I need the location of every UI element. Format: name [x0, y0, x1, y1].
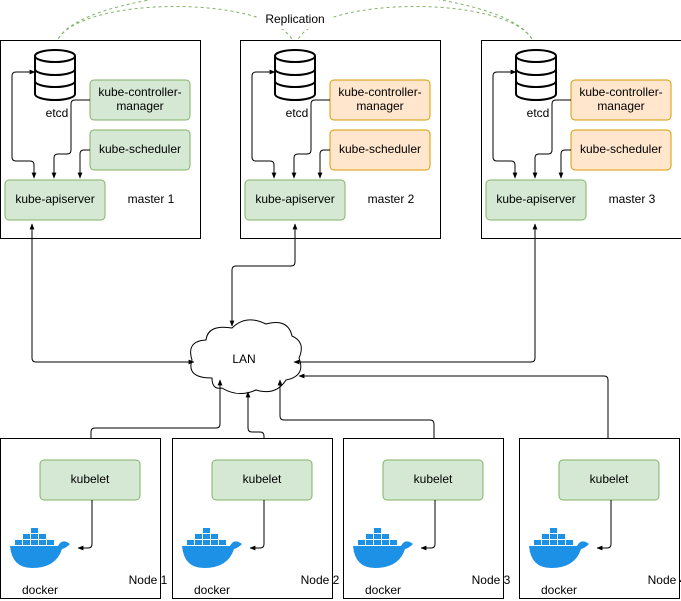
master-label: master 1	[128, 192, 175, 206]
controller-manager-label-line1: kube-controller-	[338, 85, 421, 99]
node-label: Node 4	[648, 573, 681, 587]
master1-lan-link	[29, 223, 195, 365]
master-1: etcd kube-controller-manager kube-schedule…	[0, 40, 201, 239]
etcd-label: etcd	[46, 106, 69, 120]
apiserver-box	[4, 179, 106, 221]
kubelet-box	[382, 459, 484, 501]
apiserver-label: kube-apiserver	[496, 192, 575, 206]
master-3: etcd kube-controller-manager kube-schedule…	[481, 40, 681, 239]
etcd-database-icon	[34, 49, 76, 101]
scheduler-apiserver-link	[317, 149, 330, 179]
apiserver-box	[485, 179, 587, 221]
node-label: Node 3	[472, 573, 511, 587]
kubelet-docker-link	[596, 500, 612, 551]
controller-apiserver-link	[51, 99, 90, 179]
node4-lan-link	[298, 373, 611, 459]
lan-label: LAN	[232, 352, 255, 366]
node-label: Node 1	[129, 573, 168, 587]
docker-whale-icon	[529, 528, 589, 568]
node1-lan-link	[88, 379, 223, 459]
kubelet-label: kubelet	[243, 472, 282, 486]
master-label: master 3	[609, 192, 656, 206]
kubelet-label: kubelet	[414, 472, 453, 486]
replication-arc-1-3	[54, 0, 536, 51]
etcd-apiserver-link	[11, 69, 37, 179]
node-label: Node 2	[301, 573, 340, 587]
apiserver-box	[244, 179, 346, 221]
etcd-apiserver-link	[492, 69, 518, 179]
kubelet-box	[39, 459, 141, 501]
node2-lan-link	[245, 391, 267, 459]
replication-arc-1-2	[54, 6, 296, 51]
controller-manager-label-line1: kube-controller-	[579, 85, 662, 99]
scheduler-label: kube-scheduler	[99, 142, 181, 156]
etcd-apiserver-link	[251, 69, 277, 179]
apiserver-label: kube-apiserver	[15, 192, 94, 206]
kubelet-box	[211, 459, 313, 501]
master2-lan-link	[229, 223, 298, 327]
kubelet-label: kubelet	[71, 472, 110, 486]
scheduler-label: kube-scheduler	[339, 142, 421, 156]
scheduler-label: kube-scheduler	[580, 142, 662, 156]
docker-label: docker	[194, 583, 230, 597]
replication-label-bg	[258, 11, 332, 29]
scheduler-apiserver-link	[77, 149, 90, 179]
replication-links: Replication	[54, 0, 536, 51]
master-2: etcd kube-controller-manager kube-schedule…	[240, 40, 441, 239]
etcd-database-icon	[274, 49, 316, 101]
kubelet-docker-link	[420, 500, 436, 551]
kubelet-box	[558, 459, 660, 501]
docker-label: docker	[541, 583, 577, 597]
docker-whale-icon	[353, 528, 413, 568]
master3-lan-link	[293, 223, 538, 365]
docker-whale-icon	[10, 528, 70, 568]
replication-label: Replication	[265, 12, 324, 26]
controller-apiserver-link	[291, 99, 330, 179]
controller-manager-label-line2: manager	[597, 99, 644, 113]
etcd-database-icon	[515, 49, 557, 101]
scheduler-apiserver-link	[558, 149, 571, 179]
network-links	[29, 223, 611, 459]
controller-manager-label-line2: manager	[356, 99, 403, 113]
docker-label: docker	[365, 583, 401, 597]
controller-apiserver-link	[532, 99, 571, 179]
controller-manager-label-line1: kube-controller-	[98, 85, 181, 99]
master-label: master 2	[368, 192, 415, 206]
replication-arc-2-3	[294, 6, 536, 51]
kubelet-docker-link	[249, 500, 265, 551]
docker-label: docker	[22, 583, 58, 597]
etcd-label: etcd	[286, 106, 309, 120]
docker-whale-icon	[182, 528, 242, 568]
apiserver-label: kube-apiserver	[255, 192, 334, 206]
controller-manager-label-line2: manager	[116, 99, 163, 113]
kubelet-label: kubelet	[590, 472, 629, 486]
kubelet-docker-link	[77, 500, 93, 551]
etcd-label: etcd	[527, 106, 550, 120]
